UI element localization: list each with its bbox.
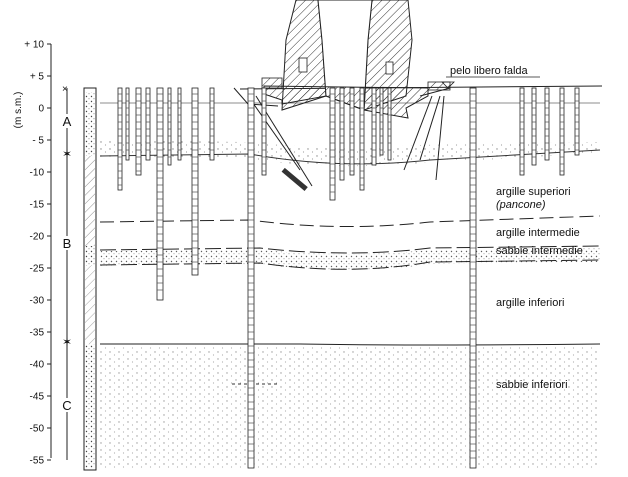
- pancone-label: (pancone): [496, 199, 546, 211]
- boundary-mark-bc: ✶: [62, 335, 72, 349]
- zone-label-c: C: [62, 398, 71, 413]
- depth-unit-label: (m s.m.): [13, 92, 24, 129]
- borehole: [117, 87, 123, 191]
- depth-tick-label: -30: [30, 296, 45, 307]
- water-table-marker: [441, 81, 455, 89]
- borehole: [167, 87, 172, 166]
- lower-sand-label: sabbie inferiori: [496, 379, 568, 391]
- borehole: [191, 87, 199, 276]
- foundation-slab: [263, 85, 429, 119]
- lower-sand-layer: [100, 346, 600, 470]
- boreholes: [117, 87, 580, 469]
- tower-window-left: [298, 57, 308, 73]
- layer-labels: pelo libero falda argille superiori (pan…: [441, 65, 583, 391]
- zone-column: × ✶ ✶ A B C: [62, 84, 73, 460]
- zone-label-a: A: [63, 114, 72, 129]
- borehole: [177, 87, 182, 161]
- borehole: [544, 87, 550, 161]
- depth-tick-label: -25: [30, 264, 45, 275]
- depth-tick-label: -20: [30, 232, 45, 243]
- depth-tick-label: -55: [30, 456, 45, 467]
- left-annex: [261, 77, 283, 89]
- borehole: [359, 87, 365, 191]
- borehole-log-column: [83, 87, 97, 471]
- water-table-label: pelo libero falda: [450, 65, 529, 77]
- borehole: [329, 87, 336, 201]
- borehole: [145, 87, 151, 161]
- borehole: [135, 87, 142, 176]
- depth-tick-label: 0: [38, 104, 44, 115]
- borehole: [531, 87, 537, 166]
- depth-scale: + 10 + 5 0 - 5 -10 -15 -20 -25 -30 -35 -40 -45 -50 -5…: [13, 40, 52, 467]
- tower-structure: [233, 0, 451, 119]
- borehole: [379, 87, 384, 156]
- borehole: [209, 87, 215, 161]
- inclined-anchors: [247, 95, 445, 191]
- depth-tick-label: + 10: [24, 40, 44, 51]
- upper-clay-label: argille superiori: [496, 186, 571, 198]
- depth-tick-label: + 5: [30, 72, 45, 83]
- depth-tick-label: -45: [30, 392, 45, 403]
- depth-tick-label: -35: [30, 328, 45, 339]
- depth-tick-label: - 5: [32, 136, 44, 147]
- depth-tick-label: -50: [30, 424, 45, 435]
- borehole: [247, 87, 255, 469]
- borehole: [125, 87, 130, 161]
- borehole: [261, 87, 267, 176]
- borehole: [559, 87, 565, 176]
- borehole: [339, 87, 345, 181]
- intermediate-clay-label: argille intermedie: [496, 227, 580, 239]
- borehole: [574, 87, 580, 156]
- depth-tick-label: -15: [30, 200, 45, 211]
- depth-ticks: + 10 + 5 0 - 5 -10 -15 -20 -25 -30 -35 -40 -45 -50 -5…: [24, 40, 51, 467]
- borehole: [371, 87, 377, 166]
- borehole: [156, 87, 164, 301]
- borehole: [469, 87, 477, 469]
- boundary-mark-ab: ✶: [62, 147, 72, 161]
- tower-window-right: [385, 61, 394, 75]
- depth-tick-label: -10: [30, 168, 45, 179]
- borehole: [519, 87, 525, 176]
- boundary-mark-top: ×: [62, 84, 68, 95]
- depth-tick-label: -40: [30, 360, 45, 371]
- intermediate-sand-label: sabbie intermedie: [496, 245, 583, 257]
- borehole: [349, 87, 355, 176]
- zone-label-b: B: [63, 236, 72, 251]
- borehole: [387, 87, 392, 161]
- lower-clay-label: argille inferiori: [496, 297, 564, 309]
